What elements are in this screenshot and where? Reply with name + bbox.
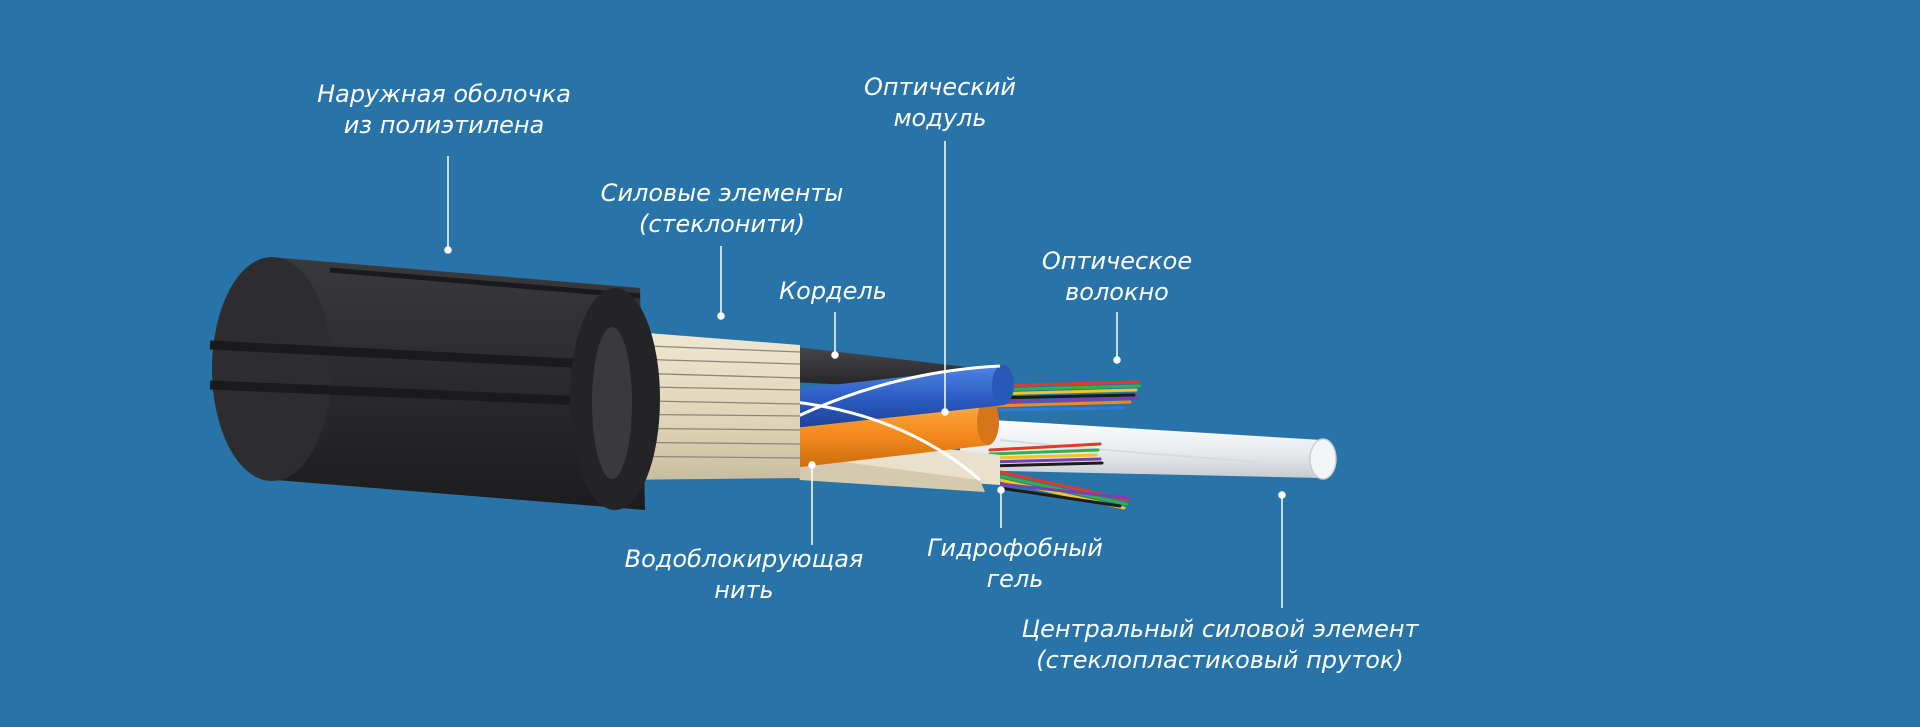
label-outer-sheath: Наружная оболочка из полиэтилена xyxy=(317,79,571,141)
leader-dot-water-blocking xyxy=(808,461,816,469)
label-outer-sheath-line1: Наружная оболочка xyxy=(317,80,571,108)
blue-module xyxy=(770,365,1014,430)
label-central-line2: (стеклопластиковый пруток) xyxy=(1036,646,1404,674)
label-central-member: Центральный силовой элемент (стеклопласт… xyxy=(1021,614,1418,676)
label-module-line2: модуль xyxy=(893,104,987,132)
outer-jacket xyxy=(209,257,660,510)
leader-dot-gel xyxy=(997,486,1005,494)
label-fiber-line2: волокно xyxy=(1065,278,1169,306)
label-water-line2: нить xyxy=(714,576,774,604)
leader-dot-fiber xyxy=(1113,356,1121,364)
leader-dot-module xyxy=(941,408,949,416)
leader-dot-central xyxy=(1278,491,1286,499)
label-fiber-line1: Оптическое xyxy=(1041,247,1193,275)
fiber-bundles xyxy=(988,380,1142,510)
label-optical-fiber: Оптическое волокно xyxy=(1042,246,1192,308)
label-hydrophobic-gel: Гидрофобный гель xyxy=(927,533,1103,595)
label-gel-line2: гель xyxy=(986,565,1044,593)
label-strength-line2: (стеклонити) xyxy=(638,210,806,238)
label-cordel: Кордель xyxy=(779,276,887,307)
label-central-line1: Центральный силовой элемент xyxy=(1021,615,1419,643)
leader-dot-cordel xyxy=(831,351,839,359)
label-strength-members: Силовые элементы (стеклонити) xyxy=(601,178,844,240)
label-strength-line1: Силовые элементы xyxy=(600,179,844,207)
label-module-line1: Оптический xyxy=(864,73,1016,101)
leader-dot-outer-sheath xyxy=(444,246,452,254)
leader-lines xyxy=(444,141,1286,608)
label-water-line1: Водоблокирующая xyxy=(624,545,864,573)
label-outer-sheath-line2: из полиэтилена xyxy=(343,111,545,139)
leader-dot-strength xyxy=(717,312,725,320)
label-gel-line1: Гидрофобный xyxy=(927,534,1103,562)
label-cordel-line1: Кордель xyxy=(779,277,887,305)
label-optical-module: Оптический модуль xyxy=(864,72,1016,134)
label-water-blocking: Водоблокирующая нить xyxy=(625,544,864,606)
